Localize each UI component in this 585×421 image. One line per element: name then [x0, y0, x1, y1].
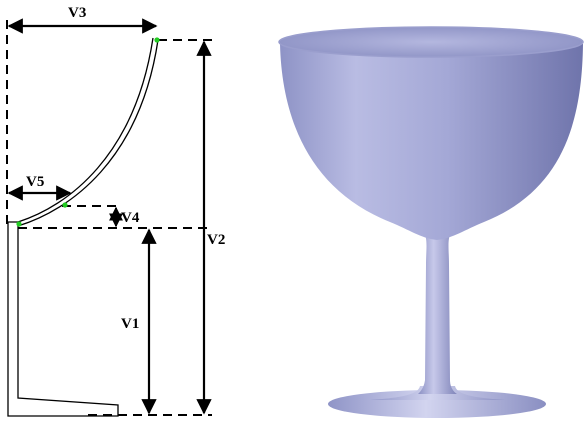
goblet-stem [418, 232, 457, 394]
v3-label: V3 [68, 5, 86, 21]
control-point-base [16, 221, 22, 227]
v5-label: V5 [26, 174, 44, 190]
stem-foot-profile [7, 221, 119, 417]
goblet-render [278, 26, 584, 418]
goblet-rim-edge [278, 26, 584, 58]
goblet-foot [328, 390, 546, 418]
control-point-top [154, 37, 160, 43]
v1-label: V1 [121, 316, 139, 332]
bowl-profile-outer [17, 39, 159, 227]
goblet-bowl [280, 44, 583, 240]
v4-label: V4 [121, 210, 140, 226]
profile-drawing: V3 V2 V1 V5 V4 [6, 5, 225, 417]
bowl-profile-inner [17, 37, 154, 223]
goblet-rim [279, 27, 583, 57]
control-point-mid [62, 202, 68, 208]
v2-label: V2 [207, 232, 225, 248]
